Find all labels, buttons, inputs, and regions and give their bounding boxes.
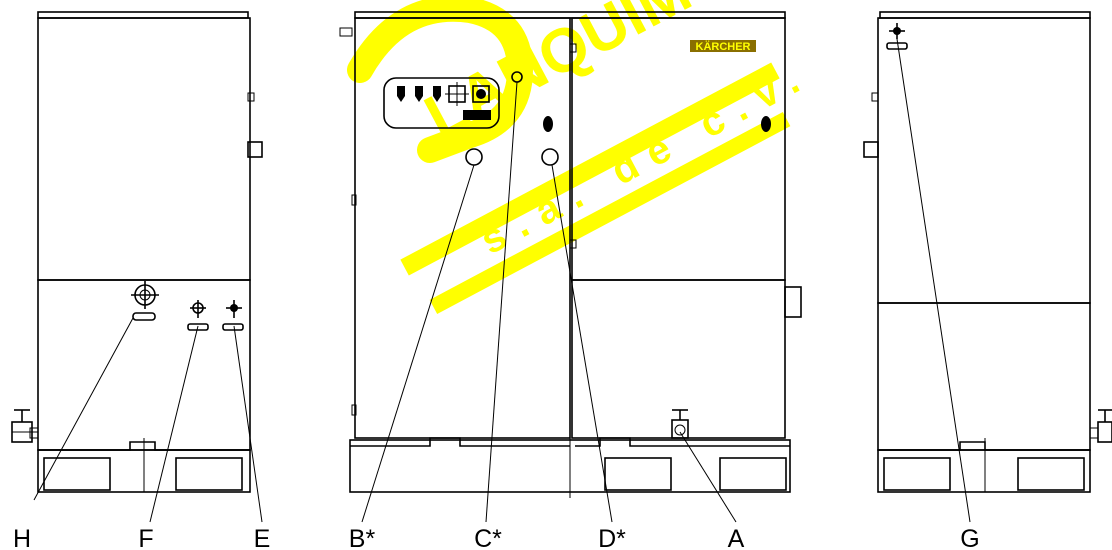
leader-lines bbox=[33, 38, 971, 523]
lock-1-icon bbox=[543, 116, 553, 132]
center-left-door bbox=[354, 17, 571, 439]
right-base bbox=[877, 449, 1091, 493]
connection-g-icon bbox=[886, 23, 908, 50]
center-right-fitting bbox=[784, 286, 802, 318]
left-fitting-small bbox=[247, 92, 255, 102]
center-front-view: KÄRCHER bbox=[339, 11, 802, 498]
callout-c: C* bbox=[474, 525, 502, 550]
hinge-1 bbox=[339, 27, 353, 37]
leader-e bbox=[233, 325, 263, 523]
callout-h: H bbox=[13, 525, 31, 550]
hinge-3 bbox=[351, 404, 357, 416]
right-fitting-small bbox=[871, 92, 879, 102]
center-base-slot-2 bbox=[719, 457, 787, 491]
callout-b: B* bbox=[349, 525, 376, 550]
valve-a-icon bbox=[671, 409, 689, 439]
watermark-band-2 bbox=[429, 112, 791, 314]
callout-g: G bbox=[960, 525, 979, 550]
right-base-slot-2 bbox=[1017, 457, 1085, 491]
center-base-slot-1 bbox=[604, 457, 672, 491]
right-base-slot-1 bbox=[883, 457, 951, 491]
leader-h bbox=[33, 317, 134, 501]
brand-panel bbox=[690, 40, 756, 52]
connection-e-icon bbox=[222, 300, 244, 331]
watermark-band-1 bbox=[400, 62, 780, 276]
left-top-cap bbox=[37, 11, 249, 19]
opening-b bbox=[465, 148, 483, 166]
right-fitting-large bbox=[863, 141, 879, 158]
connection-f-icon bbox=[187, 300, 209, 331]
leader-f bbox=[149, 325, 199, 523]
opening-d bbox=[541, 148, 559, 166]
left-base-notch bbox=[38, 441, 250, 451]
brand-label: KÄRCHER bbox=[696, 40, 751, 53]
left-valve-icon bbox=[11, 409, 39, 443]
right-valve-icon bbox=[1089, 409, 1112, 443]
hinge-2 bbox=[351, 194, 357, 206]
leader-b bbox=[361, 164, 475, 523]
left-side-view bbox=[11, 11, 263, 493]
center-right-lower bbox=[571, 279, 786, 439]
right-base-notch bbox=[878, 441, 1090, 451]
right-lower-panel bbox=[877, 302, 1091, 451]
leader-g bbox=[896, 38, 971, 523]
callout-labels: H F E B* C* D* A G bbox=[13, 525, 980, 550]
hinge-5 bbox=[569, 239, 577, 249]
left-base-slot-1 bbox=[43, 457, 111, 491]
control-panel bbox=[383, 77, 500, 129]
right-top-cap bbox=[879, 11, 1091, 19]
watermark-arc bbox=[347, 0, 534, 163]
right-upper-panel bbox=[877, 17, 1091, 304]
callout-f: F bbox=[138, 525, 153, 550]
callout-d: D* bbox=[598, 525, 626, 550]
display-icon bbox=[463, 110, 491, 120]
lock-2-icon bbox=[761, 116, 771, 132]
connection-h-icon bbox=[131, 281, 159, 321]
leader-c bbox=[485, 81, 518, 523]
leader-a bbox=[679, 431, 737, 523]
hinge-4 bbox=[569, 43, 577, 53]
callout-e: E bbox=[254, 525, 271, 550]
left-upper-panel bbox=[37, 17, 251, 281]
leader-d bbox=[551, 164, 613, 523]
callout-a: A bbox=[728, 525, 745, 550]
control-panel-indicators bbox=[397, 82, 491, 120]
left-fitting-large bbox=[247, 141, 263, 158]
left-base-slot-2 bbox=[175, 457, 243, 491]
right-side-view bbox=[863, 11, 1112, 493]
center-base-notch bbox=[350, 437, 790, 447]
